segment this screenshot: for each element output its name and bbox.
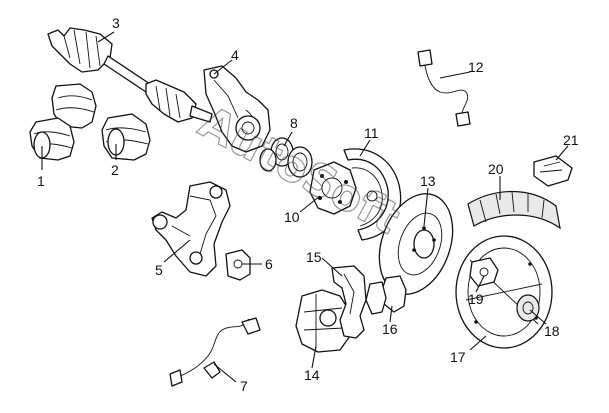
steering-knuckle bbox=[203, 65, 271, 153]
brake-shoes bbox=[467, 190, 561, 230]
drum-cap bbox=[516, 294, 540, 322]
callout-8: 8 bbox=[290, 115, 298, 131]
callout-15: 15 bbox=[306, 249, 322, 265]
callout-labels: 1 2 3 4 5 6 7 8 10 11 12 13 14 15 16 17 … bbox=[37, 15, 579, 394]
ball-joint bbox=[225, 249, 251, 281]
callout-3: 3 bbox=[112, 15, 120, 31]
drive-shaft bbox=[47, 27, 213, 123]
callout-17: 17 bbox=[450, 349, 466, 365]
abs-sensor-wire bbox=[169, 317, 261, 387]
wheel-hub bbox=[309, 161, 357, 215]
caliper-bracket bbox=[331, 265, 367, 339]
callout-20: 20 bbox=[488, 161, 504, 177]
callout-13: 13 bbox=[420, 173, 436, 189]
callout-21: 21 bbox=[563, 132, 579, 148]
cv-boot-inner bbox=[101, 113, 151, 161]
wheel-bearing bbox=[259, 137, 313, 178]
dust-shield bbox=[343, 148, 402, 241]
callout-12: 12 bbox=[468, 59, 484, 75]
brake-caliper bbox=[295, 289, 351, 353]
callout-18: 18 bbox=[544, 323, 560, 339]
brake-pads bbox=[365, 275, 407, 315]
callout-19: 19 bbox=[468, 291, 484, 307]
callout-2: 2 bbox=[111, 162, 119, 178]
callout-16: 16 bbox=[382, 321, 398, 337]
callout-5: 5 bbox=[155, 262, 163, 278]
pad-wear-sensor bbox=[533, 155, 573, 187]
callout-6: 6 bbox=[265, 256, 273, 272]
callout-1: 1 bbox=[37, 173, 45, 189]
lower-control-arm bbox=[151, 181, 231, 277]
brake-hose bbox=[417, 49, 471, 127]
callout-14: 14 bbox=[304, 367, 320, 383]
callout-11: 11 bbox=[364, 125, 379, 141]
callout-10: 10 bbox=[284, 209, 300, 225]
callout-7: 7 bbox=[240, 378, 248, 394]
leader-lines bbox=[41, 31, 569, 383]
cv-boot-outer bbox=[29, 83, 97, 161]
callout-4: 4 bbox=[231, 47, 239, 63]
